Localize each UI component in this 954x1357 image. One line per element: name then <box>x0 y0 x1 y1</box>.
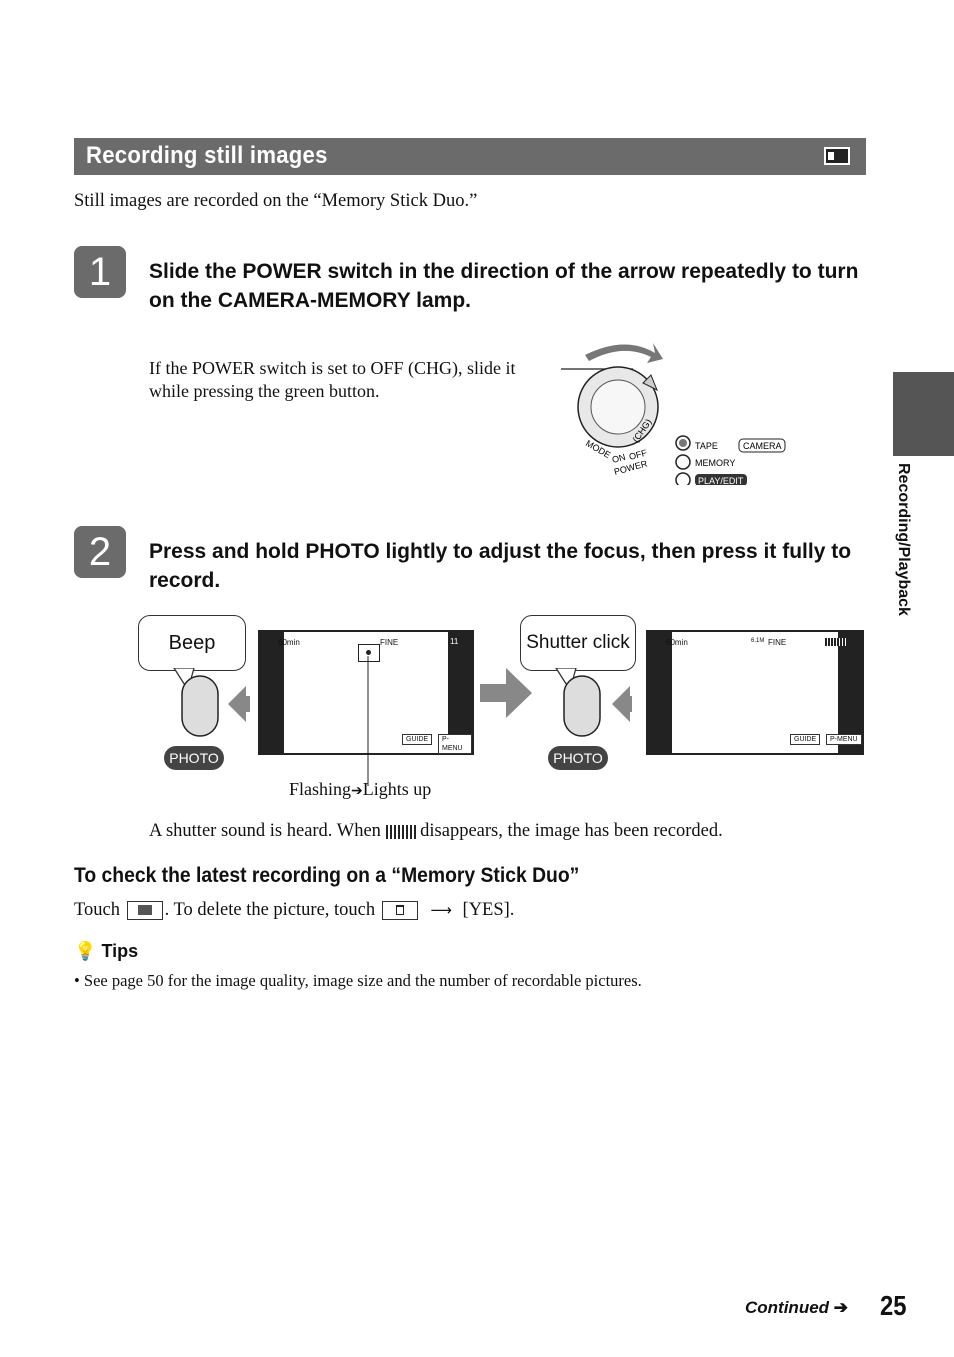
arrow-right-icon: ➔ <box>351 784 363 799</box>
recording-indicator-icon <box>824 638 848 646</box>
screen-size: 6.1M <box>751 638 765 644</box>
dial-off-label: OFF <box>628 447 648 461</box>
section-title: Recording still images <box>86 142 328 169</box>
step-1-note: If the POWER switch is set to OFF (CHG),… <box>149 358 516 401</box>
chapter-label: Recording/Playback <box>895 463 912 616</box>
beep-bubble: Beep <box>138 615 246 671</box>
focus-callout-line <box>367 656 369 786</box>
arrow-right-icon: ➔ <box>833 1298 849 1317</box>
focus-frame <box>358 644 380 662</box>
dial-camera-label: CAMERA <box>743 441 782 451</box>
lcd-screen-recording: 60min 6.1M FINE GUIDE P-MENU <box>646 630 864 755</box>
screen-fine: FINE <box>380 638 399 647</box>
tips-heading: 💡 Tips <box>74 941 139 962</box>
touch-instructions: Touch . To delete the picture, touch ⟶ [… <box>74 900 514 921</box>
screen-guide-button: GUIDE <box>402 734 433 745</box>
recording-indicator-icon <box>385 824 416 839</box>
trash-icon <box>381 901 418 921</box>
shutter-note-after: disappears, the image has been recorded. <box>420 821 723 841</box>
photo-button-full-press <box>555 668 632 737</box>
caption-flashing: Flashing <box>289 779 352 799</box>
shutter-bubble: Shutter click <box>520 615 636 671</box>
intro-text: Still images are recorded on the “Memory… <box>74 191 478 211</box>
screen-guide-button: GUIDE <box>790 734 821 745</box>
continued-label: Continued ➔ <box>745 1298 849 1317</box>
dial-on-label: ON <box>611 452 627 465</box>
page-number: 25 <box>880 1290 907 1321</box>
photo-button-half-press <box>173 668 250 737</box>
view-images-button-icon <box>126 901 163 921</box>
memory-stick-icon <box>824 147 850 165</box>
shutter-note: A shutter sound is heard. When disappear… <box>149 821 723 842</box>
step-2-title: Press and hold PHOTO lightly to adjust t… <box>149 540 852 592</box>
dial-memory-label: MEMORY <box>695 458 735 468</box>
power-switch-illustration: MODE (CHG) ON OFF POWER TAPE MEMORY CAME… <box>561 343 786 485</box>
check-heading: To check the latest recording on a “Memo… <box>74 864 580 887</box>
screen-time: 60min <box>666 638 688 647</box>
lightbulb-icon: 💡 <box>74 941 97 962</box>
bullet-icon: • <box>74 971 80 990</box>
dial-play-edit-label: PLAY/EDIT <box>698 476 744 485</box>
touch-text: Touch <box>74 900 120 920</box>
section-header: Recording still images <box>74 138 866 175</box>
shutter-note-before: A shutter sound is heard. When <box>149 821 381 841</box>
step-1-number: 1 <box>74 246 126 298</box>
arrow-right-icon: ⟶ <box>430 901 452 919</box>
delete-instruction: . To delete the picture, touch <box>164 900 376 920</box>
screen-count: 11 <box>450 637 459 646</box>
screen-fine: FINE <box>768 638 787 647</box>
yes-text: [YES]. <box>462 900 515 920</box>
arrow-right-icon <box>480 668 532 718</box>
step-2-number: 2 <box>74 526 126 578</box>
screen-pmenu-button: P-MENU <box>438 734 472 754</box>
caption-lights-up: Lights up <box>362 779 432 799</box>
tip-item: • See page 50 for the image quality, ima… <box>74 971 642 990</box>
screen-pmenu-button: P-MENU <box>826 734 862 745</box>
dial-tape-label: TAPE <box>695 441 718 451</box>
screen-time: 60min <box>278 638 300 647</box>
chapter-tab <box>893 372 954 456</box>
step-1-title: Slide the POWER switch in the direction … <box>149 260 859 312</box>
focus-caption: Flashing➔Lights up <box>289 779 431 800</box>
lcd-screen-focusing: 60min FINE 11 GUIDE P-MENU <box>258 630 474 755</box>
photo-button-label-2: PHOTO <box>548 746 608 770</box>
photo-button-label-1: PHOTO <box>164 746 224 770</box>
